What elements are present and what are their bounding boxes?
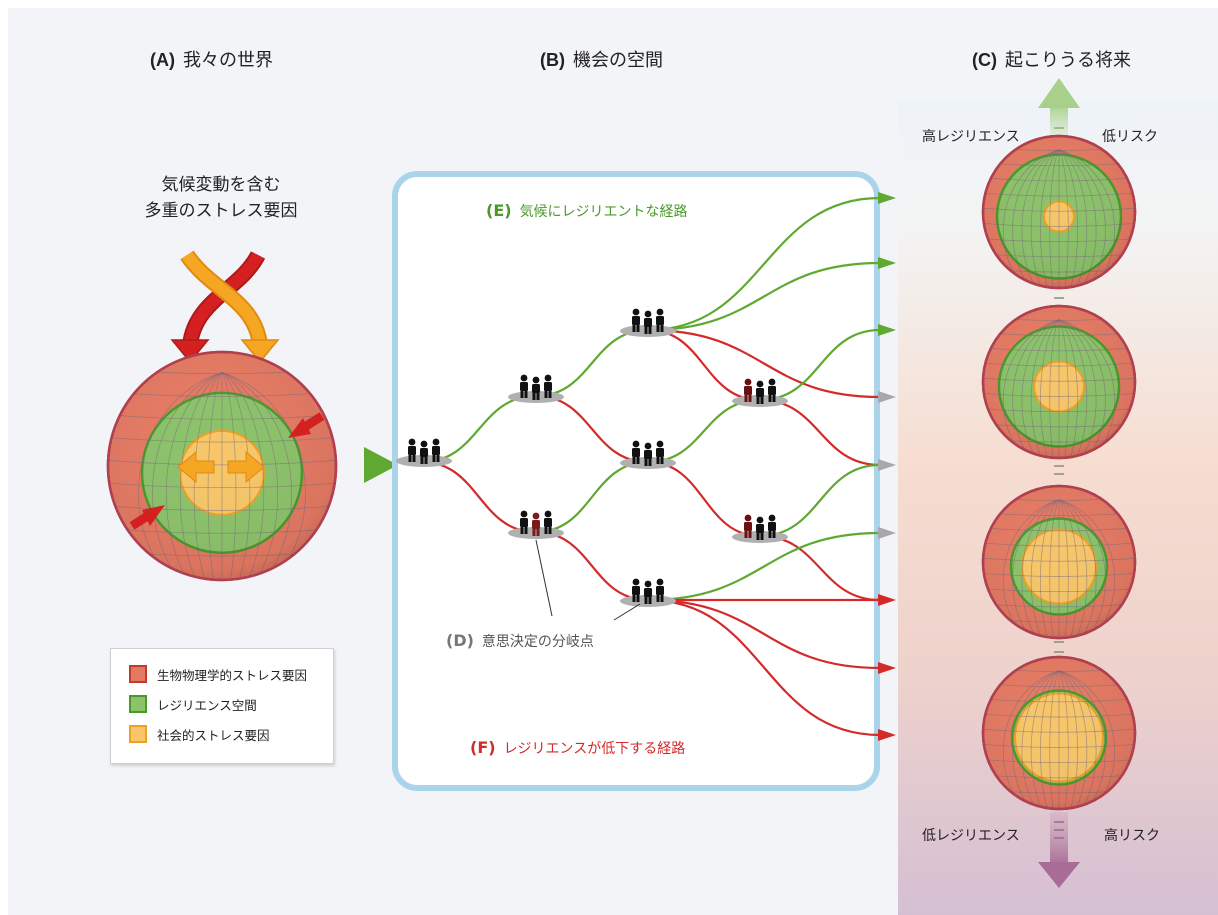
decision-pointer-line-2 xyxy=(613,603,641,621)
decision-node-upper xyxy=(508,374,564,403)
panel-c-heading: (C)起こりうる将来 xyxy=(972,50,1131,71)
legend-item-biophysical: 生物物理学的ストレス要因 xyxy=(129,663,307,685)
red-path xyxy=(647,598,881,737)
decision-nodes xyxy=(396,308,788,607)
opportunity-space-box xyxy=(392,171,880,791)
legend-label: 社会的ストレス要因 xyxy=(157,727,270,743)
decision-node-top xyxy=(620,308,676,337)
decision-node-bottom xyxy=(620,578,676,607)
people-icon xyxy=(632,440,664,466)
future-globe-4 xyxy=(981,655,1137,811)
pathway-endpoint-arrow xyxy=(878,324,896,336)
people-icon xyxy=(520,374,552,400)
legend-swatch-red xyxy=(129,665,147,683)
legend-swatch-yellow xyxy=(129,725,147,743)
low-risk-label: 低リスク xyxy=(1102,129,1158,145)
decision-pointer-line xyxy=(535,539,553,617)
legend-label: 生物物理学的ストレス要因 xyxy=(157,667,308,683)
pathway-endpoint-arrow xyxy=(878,729,896,741)
stressor-line2: 多重のストレス要因 xyxy=(145,201,298,221)
people-icon xyxy=(744,514,776,540)
low-resilience-arrow xyxy=(1038,812,1080,888)
future-globe-1 xyxy=(981,134,1137,290)
pathway-endpoint-arrow xyxy=(878,459,896,471)
entry-arrow xyxy=(364,447,398,483)
decision-node-lower xyxy=(508,510,564,539)
high-risk-label: 高リスク xyxy=(1104,827,1160,844)
panel-a-heading: (A)我々の世界 xyxy=(150,50,273,71)
red-path xyxy=(647,598,881,670)
people-icon xyxy=(520,510,552,536)
legend-swatch-green xyxy=(129,695,147,713)
decision-node-right-lower xyxy=(732,514,788,543)
decision-node-middle xyxy=(620,440,676,469)
green-path xyxy=(647,196,881,332)
declining-pathway-label: (F)レジリエンスが低下する経路 xyxy=(470,738,685,757)
side-stress-arrows xyxy=(129,412,325,530)
pathway-endpoint-arrow xyxy=(878,257,896,269)
pathway-endpoint-arrow xyxy=(878,391,896,403)
panel-b-heading: (B)機会の空間 xyxy=(540,50,663,71)
decision-node-right-upper xyxy=(732,378,788,407)
legend-label: レジリエンス空間 xyxy=(157,697,257,713)
world-globe xyxy=(106,350,338,582)
green-path xyxy=(647,261,881,332)
pathway-endpoint-arrow xyxy=(878,594,896,606)
low-resilience-label: 低レジリエンス xyxy=(922,828,1020,844)
pathway-endpoint-arrow xyxy=(878,527,896,539)
pathway-endpoint-arrow xyxy=(878,192,896,204)
people-icon xyxy=(408,438,440,464)
decision-point-label: (D)意思決定の分岐点 xyxy=(446,631,594,650)
future-globe-2 xyxy=(981,304,1137,460)
future-globes xyxy=(981,134,1137,811)
legend: 生物物理学的ストレス要因 レジリエンス空間 社会的ストレス要因 xyxy=(110,648,334,764)
people-icon xyxy=(632,578,664,604)
stressor-line1: 気候変動を含む xyxy=(162,175,281,195)
high-resilience-label: 高レジリエンス xyxy=(922,128,1020,145)
red-path xyxy=(647,328,881,399)
world-globe-sphere xyxy=(106,350,338,582)
pathway-endpoint-arrow xyxy=(878,662,896,674)
people-icon xyxy=(632,308,664,334)
crossing-stressor-arrows xyxy=(170,250,280,364)
green-path xyxy=(647,531,881,602)
legend-item-social: 社会的ストレス要因 xyxy=(129,723,270,745)
decision-node-origin xyxy=(396,438,452,467)
future-globe-3 xyxy=(981,484,1137,640)
resilient-pathway-label: (E)気候にレジリエントな経路 xyxy=(486,201,688,220)
people-icon xyxy=(744,378,776,404)
social-stress-double-arrow xyxy=(177,450,265,484)
legend-item-resilience: レジリエンス空間 xyxy=(129,693,257,715)
